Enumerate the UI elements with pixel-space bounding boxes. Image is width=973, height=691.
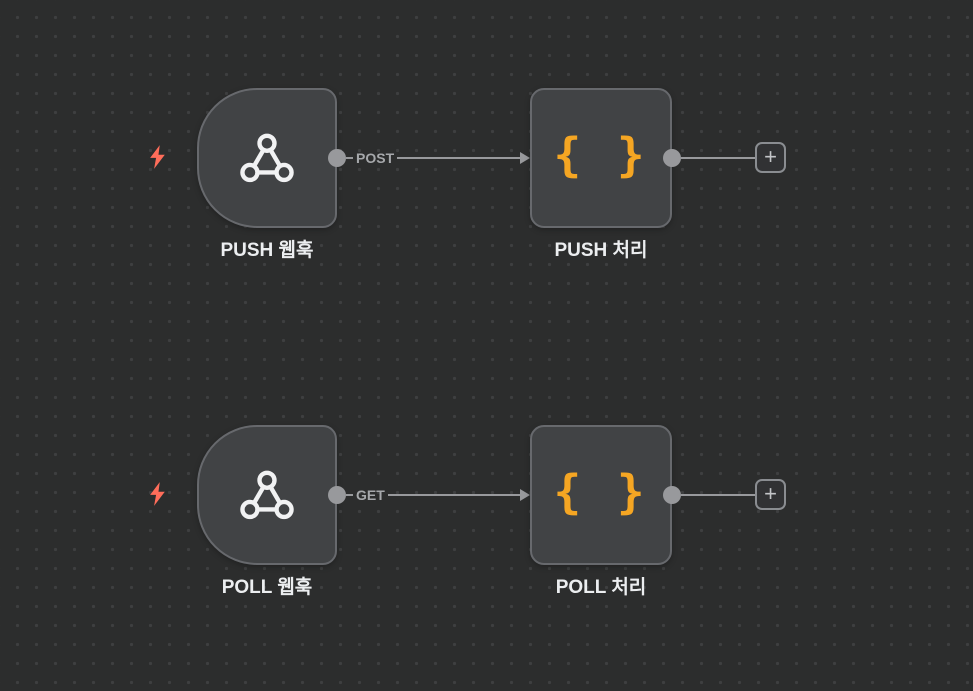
output-connector[interactable]	[328, 486, 346, 504]
webhook-trigger-node[interactable]	[197, 88, 337, 228]
trigger-node-label: POLL 웹훅	[221, 577, 313, 598]
webhook-trigger-node[interactable]	[197, 425, 337, 565]
connection-wire[interactable]: GET	[346, 485, 530, 505]
code-braces-icon: { }	[553, 128, 649, 182]
processor-node[interactable]: { }	[530, 88, 672, 228]
webhook-icon	[240, 133, 294, 183]
wire-line	[681, 494, 755, 496]
add-node-wire	[681, 148, 755, 168]
wire-line	[397, 157, 520, 159]
output-connector[interactable]	[663, 486, 681, 504]
connection-label: POST	[356, 150, 395, 166]
processor-node-label: PUSH 처리	[554, 240, 648, 261]
code-braces-icon: { }	[553, 465, 649, 519]
output-connector[interactable]	[663, 149, 681, 167]
workflow-row-poll: GET { } + POLL 웹훅 POLL 처리	[0, 337, 973, 627]
output-connector[interactable]	[328, 149, 346, 167]
connection-arrow-icon	[520, 152, 530, 164]
wire-stub	[346, 494, 353, 496]
processor-node[interactable]: { }	[530, 425, 672, 565]
processor-node-label: POLL 처리	[555, 577, 647, 598]
add-node-wire	[681, 485, 755, 505]
lightning-bolt-icon	[150, 145, 165, 169]
connection-wire[interactable]: POST	[346, 148, 530, 168]
workflow-row-push: POST { } + PUSH 웹훅 PUSH 처리	[0, 0, 973, 290]
wire-line	[387, 494, 520, 496]
wire-line	[681, 157, 755, 159]
trigger-node-label: PUSH 웹훅	[220, 240, 314, 261]
lightning-bolt-icon	[150, 482, 165, 506]
add-node-button[interactable]: +	[755, 479, 786, 510]
wire-stub	[346, 157, 353, 159]
webhook-icon	[240, 470, 294, 520]
add-node-button[interactable]: +	[755, 142, 786, 173]
connection-label: GET	[356, 487, 385, 503]
connection-arrow-icon	[520, 489, 530, 501]
